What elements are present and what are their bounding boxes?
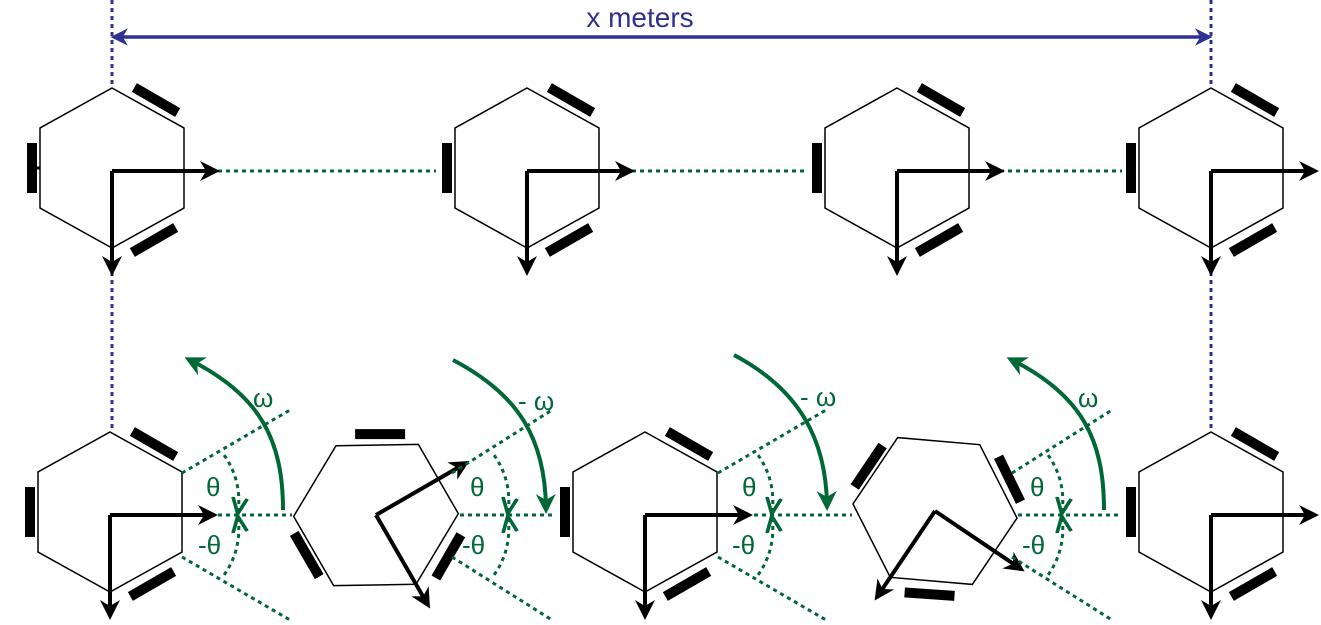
theta-arc-upper xyxy=(222,454,239,512)
theta-arc-upper xyxy=(756,454,773,512)
theta-label: θ xyxy=(1030,472,1044,502)
angle-ray-lower xyxy=(717,555,827,622)
x-axis-arrow xyxy=(933,509,1025,572)
top-row-translation xyxy=(27,83,1319,276)
wheel xyxy=(1228,223,1278,257)
neg-theta-label: -θ xyxy=(198,530,221,560)
theta-arc-lower xyxy=(222,518,239,576)
theta-wedge: θ -θ xyxy=(181,408,291,622)
robot-rotated xyxy=(850,436,1025,601)
rotation-arrow-ccw xyxy=(184,357,285,511)
wheel xyxy=(127,567,177,601)
neg-theta-label: -θ xyxy=(462,530,485,560)
theta-wedge: θ -θ xyxy=(1011,408,1113,622)
wheel xyxy=(289,530,324,580)
distance-label: x meters xyxy=(586,2,693,33)
y-axis-arrow xyxy=(374,514,430,609)
omega-arrow: - ω xyxy=(733,353,837,511)
wheel xyxy=(544,223,594,257)
robot xyxy=(560,427,753,620)
theta-arc-upper xyxy=(492,454,509,512)
robot xyxy=(27,83,220,276)
wheel xyxy=(27,143,37,193)
wheel xyxy=(1126,487,1136,537)
wheel xyxy=(131,83,181,117)
neg-omega-label: - ω xyxy=(800,382,836,412)
wheel xyxy=(129,223,179,257)
wheel xyxy=(1228,567,1278,601)
distance-indicator: x meters xyxy=(110,0,1213,432)
neg-theta-label: -θ xyxy=(732,530,755,560)
wheel xyxy=(560,487,570,537)
robot xyxy=(812,83,1005,276)
rotation-arrow-cw xyxy=(733,353,837,511)
wheel xyxy=(431,532,466,581)
rotation-arrow-cw xyxy=(452,358,556,514)
x-axis-arrow xyxy=(375,461,470,517)
theta-label: θ xyxy=(206,472,220,502)
wheel xyxy=(546,83,596,117)
angle-ray-lower xyxy=(181,555,291,622)
wheel xyxy=(442,143,452,193)
rotation-arrow-ccw xyxy=(1006,357,1106,511)
robot-rotated xyxy=(289,429,470,609)
wheel xyxy=(129,427,179,461)
theta-label: θ xyxy=(470,472,484,502)
theta-arc-lower xyxy=(1046,518,1063,576)
wheel xyxy=(662,567,712,601)
angle-ray-lower xyxy=(1011,555,1113,622)
robot xyxy=(25,427,218,620)
wheel xyxy=(914,223,964,257)
robot xyxy=(1126,427,1319,620)
angle-ray-upper xyxy=(1011,408,1113,475)
wheel xyxy=(994,454,1025,504)
angle-ray-upper xyxy=(451,408,553,475)
angle-ray-upper xyxy=(181,408,291,475)
omega-arrow: - ω xyxy=(452,358,556,514)
wheel xyxy=(850,442,887,490)
robot xyxy=(442,83,635,276)
theta-arc-upper xyxy=(1046,454,1063,512)
bottom-row-rotation: θ -θ θ -θ θ -θ θ -θ xyxy=(25,353,1319,622)
angle-ray-upper xyxy=(717,408,827,475)
omega-arrow: ω xyxy=(184,357,285,511)
wheel xyxy=(904,587,955,601)
wheel xyxy=(1126,143,1136,193)
robot xyxy=(1126,83,1319,276)
theta-label: θ xyxy=(742,472,756,502)
omega-label: ω xyxy=(253,383,273,413)
wheel xyxy=(25,487,35,537)
omega-arrow: ω xyxy=(1006,357,1106,511)
wheel xyxy=(355,429,406,440)
y-axis-arrow xyxy=(874,509,937,601)
wheel xyxy=(1230,427,1280,461)
theta-wedge: θ -θ xyxy=(451,408,553,622)
theta-arc-lower xyxy=(756,518,773,576)
neg-theta-label: -θ xyxy=(1022,530,1045,560)
wheel xyxy=(664,427,714,461)
angle-ray-lower xyxy=(451,555,553,622)
wheel xyxy=(812,143,822,193)
neg-omega-label: - ω xyxy=(518,386,554,416)
wheel xyxy=(916,83,966,117)
wheel xyxy=(1230,83,1280,117)
theta-arc-lower xyxy=(492,518,509,576)
omega-label: ω xyxy=(1078,383,1098,413)
